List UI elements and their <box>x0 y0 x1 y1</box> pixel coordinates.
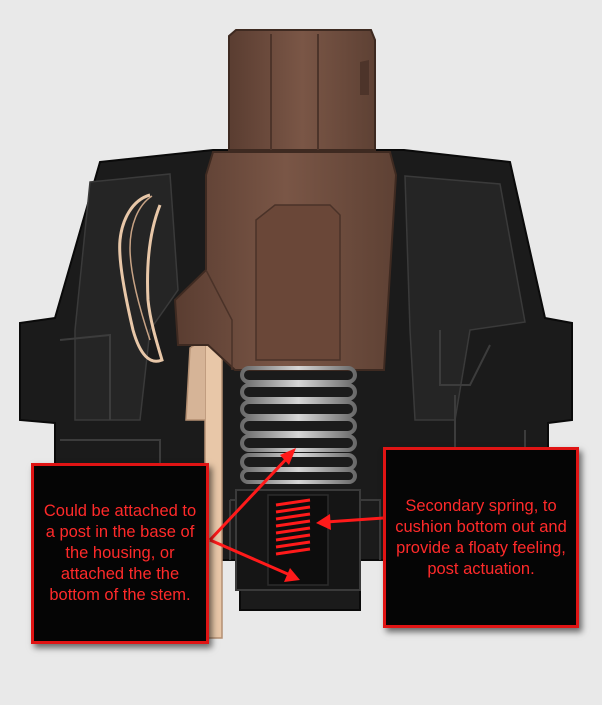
spring-coil-5 <box>240 434 357 452</box>
stem-body-window <box>255 204 341 361</box>
callout-secondary-spring-text: Secondary spring, to cushion bottom out … <box>395 496 567 578</box>
callout-secondary-spring: Secondary spring, to cushion bottom out … <box>383 447 579 628</box>
main-spring <box>240 366 357 484</box>
spring-coil-2 <box>240 383 357 401</box>
callout-leaf-attachment: Could be attached to a post in the base … <box>31 463 209 644</box>
secondary-spring-coil-6 <box>275 533 311 542</box>
arrow-left-to-spring-head <box>280 448 296 465</box>
arrow-left-to-post-head <box>284 568 300 582</box>
arrow-right-to-secondary-spring-head <box>316 514 331 530</box>
spring-coil-4 <box>240 417 357 435</box>
stem-side-step <box>205 269 233 370</box>
bottom-post <box>235 489 361 591</box>
leaf-spring-wire <box>118 193 164 363</box>
switch-stem <box>173 29 398 371</box>
spring-coil-3 <box>240 400 357 418</box>
callout-leaf-attachment-text: Could be attached to a post in the base … <box>43 502 197 604</box>
secondary-spring <box>275 498 311 556</box>
secondary-spring-coil-2 <box>275 505 311 514</box>
stem-top-notch <box>360 60 369 95</box>
arrow-left-to-post <box>209 538 291 577</box>
secondary-spring-coil-5 <box>275 526 311 535</box>
secondary-spring-coil-1 <box>275 498 311 507</box>
contact-leaf <box>118 193 223 639</box>
arrow-left-to-spring <box>208 453 292 542</box>
annotation-arrows <box>208 448 384 582</box>
spring-coil-7 <box>240 468 357 484</box>
housing-inner-right-wall <box>404 175 526 421</box>
secondary-spring-coil-7 <box>275 540 311 549</box>
secondary-spring-coil-8 <box>275 547 311 556</box>
arrow-right-to-secondary-spring <box>325 516 384 524</box>
secondary-spring-coil-3 <box>275 512 311 521</box>
stem-top <box>228 29 376 151</box>
secondary-spring-coil-4 <box>275 519 311 528</box>
spring-coil-1 <box>240 366 357 384</box>
leaf-spring-wire-shadow <box>129 195 153 341</box>
